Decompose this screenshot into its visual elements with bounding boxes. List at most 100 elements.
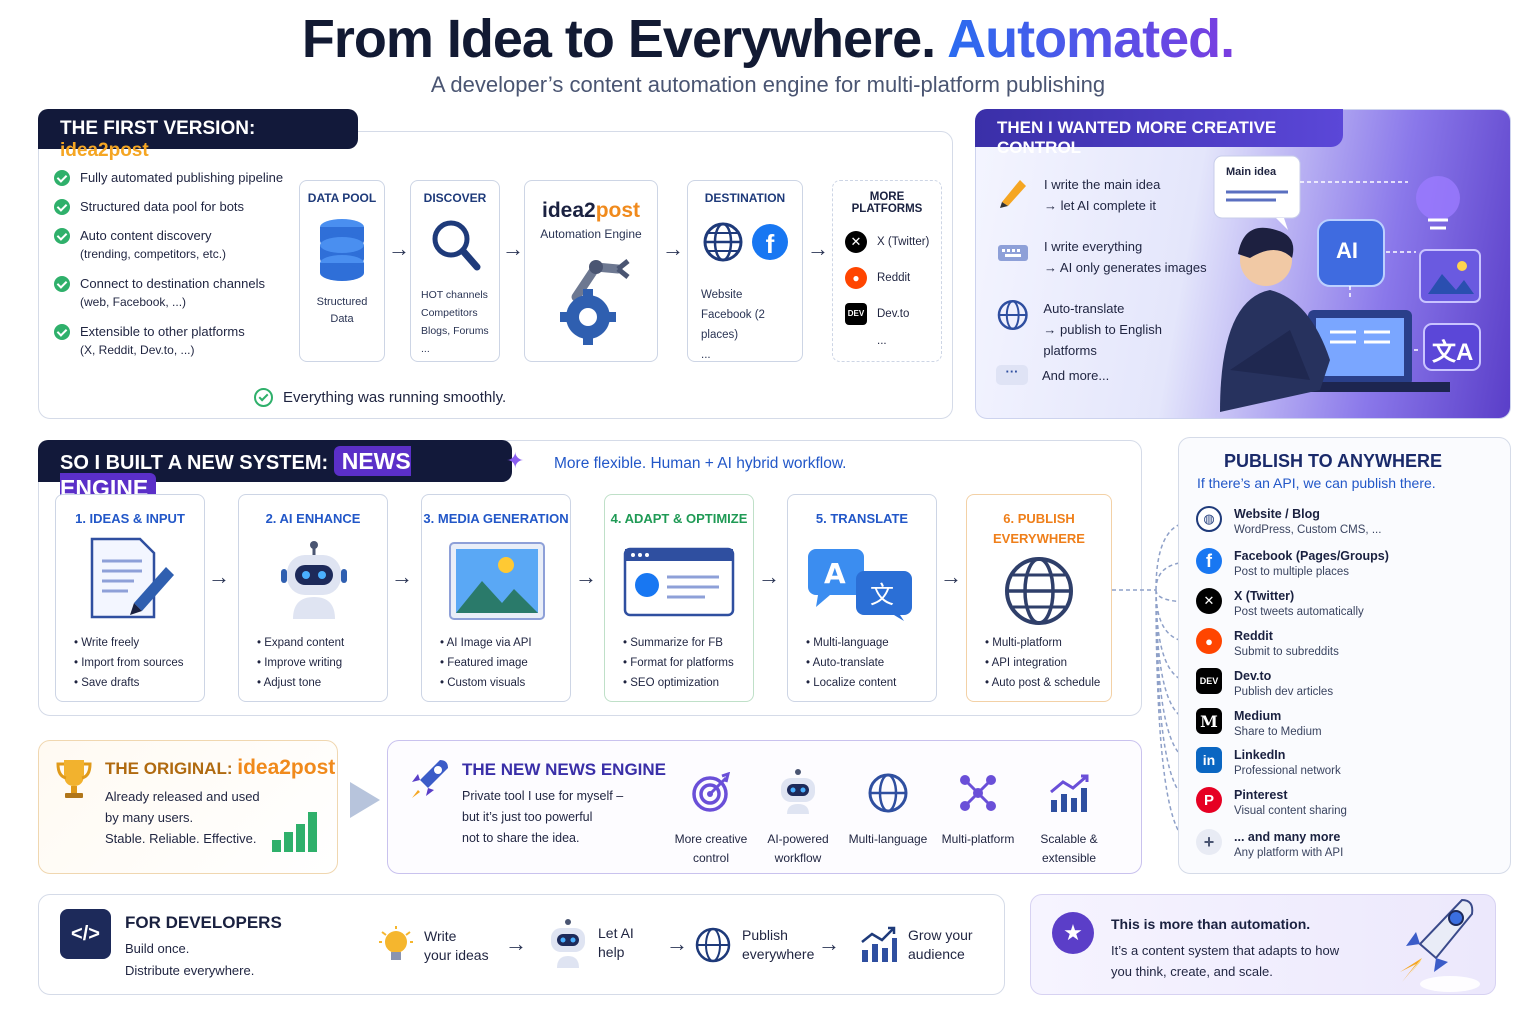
title-accent: Automated. bbox=[947, 9, 1235, 69]
creative-item: I write everything→ AI only generates im… bbox=[996, 236, 1216, 298]
rocket-icon bbox=[412, 760, 448, 798]
globe-icon bbox=[868, 773, 908, 813]
creative-illustration bbox=[1213, 155, 1481, 412]
star-icon: ★ bbox=[1052, 912, 1094, 954]
facebook-icon: f bbox=[752, 224, 788, 260]
step-media-generation: 3. MEDIA GENERATION AI Image via APIFeat… bbox=[421, 494, 571, 702]
check-icon bbox=[54, 324, 70, 340]
publish-panel bbox=[1178, 437, 1511, 874]
x-twitter-icon: ✕ bbox=[1196, 588, 1222, 614]
devto-icon: DEV bbox=[845, 303, 867, 325]
linkedin-icon: in bbox=[1196, 747, 1222, 773]
robot-arm-gear-icon bbox=[560, 259, 630, 345]
creative-item: I write the main idea→ let AI complete i… bbox=[996, 174, 1216, 236]
reddit-icon: ● bbox=[1196, 628, 1222, 654]
big-arrow-icon bbox=[350, 782, 380, 818]
check-icon bbox=[54, 199, 70, 215]
creative-item: ··· And more... bbox=[996, 360, 1216, 390]
step-ai-enhance: 2. AI ENHANCE Expand contentImprove writ… bbox=[238, 494, 388, 702]
check-item: Connect to destination channels(web, Fac… bbox=[54, 274, 289, 312]
check-icon bbox=[54, 170, 70, 186]
growth-chart-icon bbox=[1050, 774, 1089, 812]
discover-header: DISCOVER bbox=[423, 191, 487, 205]
check-icon bbox=[54, 276, 70, 292]
new-engine-panel bbox=[387, 740, 1142, 874]
tab-prefix: THE FIRST VERSION: bbox=[60, 118, 256, 139]
growth-chart-icon bbox=[861, 926, 897, 962]
arrow-icon: → bbox=[818, 931, 840, 956]
pinterest-icon: P bbox=[1196, 787, 1222, 813]
globe-icon bbox=[1005, 557, 1073, 625]
new-engine-title: THE NEW NEWS ENGINE bbox=[462, 760, 667, 779]
x-twitter-icon: ✕ bbox=[845, 231, 867, 253]
tab-name: idea2post bbox=[60, 140, 149, 161]
feature-multi-platform: Multi-platform bbox=[936, 772, 1020, 849]
step-ideas-input: 1. IDEAS & INPUT Write freelyImport from… bbox=[55, 494, 205, 702]
publish-item-x: ✕X (Twitter)Post tweets automatically bbox=[1196, 588, 1364, 620]
creative-tab: THEN I WANTED MORE CREATIVE CONTROL bbox=[975, 109, 1343, 157]
facebook-icon: f bbox=[1196, 548, 1222, 574]
new-engine-desc: Private tool I use for myself – but it’s… bbox=[462, 789, 624, 845]
arrow-icon: → bbox=[940, 564, 962, 589]
translate-icon: 文A bbox=[1432, 339, 1474, 366]
original-desc: Already released and used by many users.… bbox=[105, 789, 260, 846]
trophy-icon bbox=[56, 760, 92, 798]
arrow-icon: → bbox=[662, 236, 684, 261]
developers-panel bbox=[38, 894, 1005, 995]
status-line: Everything was running smoothly. bbox=[254, 388, 506, 407]
feature-multi-language: Multi-language bbox=[844, 772, 932, 849]
image-icon bbox=[449, 542, 545, 620]
data-pool-header: DATA POOL bbox=[307, 191, 377, 205]
browser-post-icon bbox=[623, 547, 735, 617]
arrow-icon: → bbox=[505, 931, 527, 956]
step-adapt-optimize: 4. ADAPT & OPTIMIZE Summarize for FBForm… bbox=[604, 494, 754, 702]
globe-icon bbox=[997, 300, 1028, 330]
main-idea-bubble: Main idea bbox=[1226, 166, 1277, 178]
original-title: THE ORIGINAL: idea2post bbox=[105, 756, 336, 779]
tab-prefix: SO I BUILT A NEW SYSTEM: bbox=[60, 452, 329, 474]
arrow-icon: → bbox=[502, 236, 524, 261]
feature-checklist: Fully automated publishing pipeline Stru… bbox=[54, 168, 289, 360]
first-version-tab: THE FIRST VERSION: idea2post bbox=[38, 109, 358, 161]
engine-label: Automation Engine bbox=[540, 227, 642, 241]
more-dots-icon: ··· bbox=[996, 365, 1028, 385]
reddit-icon: ● bbox=[845, 267, 867, 289]
developers-desc: Build once. Distribute everywhere. bbox=[125, 941, 255, 978]
bar-growth-icon bbox=[272, 812, 317, 852]
keyboard-icon bbox=[998, 245, 1028, 261]
engine-name: idea2post bbox=[541, 199, 641, 222]
creative-item: Auto-translate→ publish to English platf… bbox=[996, 298, 1216, 360]
check-item: Extensible to other platforms(X, Reddit,… bbox=[54, 322, 289, 360]
news-engine-panel bbox=[38, 440, 1142, 716]
globe-icon bbox=[695, 927, 731, 963]
developers-title: FOR DEVELOPERS bbox=[125, 913, 282, 932]
news-engine-tagline: More flexible. Human + AI hybrid workflo… bbox=[554, 455, 847, 472]
closing-title: This is more than automation. bbox=[1111, 916, 1311, 932]
robot-icon bbox=[281, 541, 347, 619]
robot-icon bbox=[551, 919, 585, 968]
check-icon bbox=[54, 228, 70, 244]
publish-subtitle: If there’s an API, we can publish there. bbox=[1197, 475, 1436, 491]
lightbulb-icon bbox=[379, 926, 413, 960]
target-icon bbox=[692, 771, 731, 812]
arrow-icon: → bbox=[388, 236, 410, 261]
check-circle-icon bbox=[254, 388, 273, 407]
arrow-icon: → bbox=[758, 564, 780, 589]
rocket-icon bbox=[1400, 898, 1480, 992]
destination-box: DESTINATION f Website Facebook (2 places… bbox=[687, 180, 803, 362]
title-main: From Idea to Everywhere. bbox=[301, 9, 936, 69]
translate-bubbles-icon: A文 bbox=[808, 549, 912, 621]
pencil-icon bbox=[1000, 180, 1026, 208]
svg-text:文: 文 bbox=[870, 581, 894, 609]
globe-icon bbox=[703, 222, 743, 262]
